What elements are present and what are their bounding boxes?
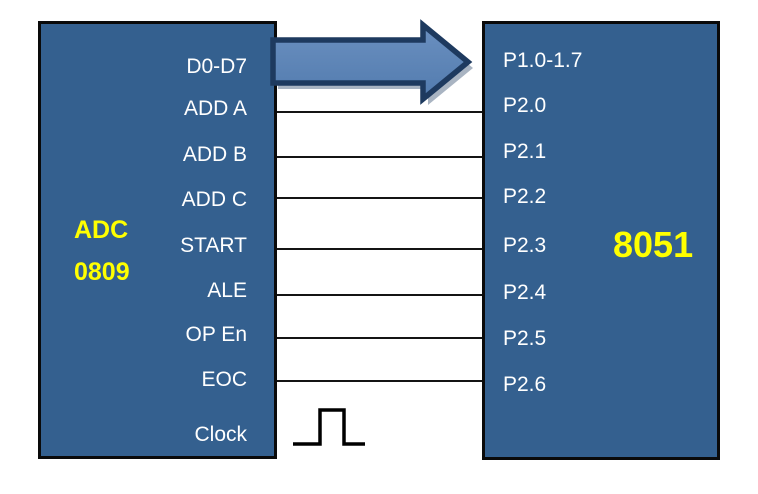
adc-pin-ale: ALE [207,279,247,302]
adc-pin-op-en: OP En [185,323,247,346]
wire-add-b-p2-1 [276,156,484,158]
wire-add-a-p2-0 [276,111,484,113]
mcu8051-chip: P1.0-1.7 P2.0 P2.1 P2.2 P2.3 P2.4 P2.5 P… [482,21,720,460]
mcu-chip-label: 8051 [613,224,694,265]
mcu-pin-p1-0-1-7: P1.0-1.7 [503,49,583,72]
adc-chip-label: ADC 0809 [74,209,130,293]
adc-pin-start: START [180,234,247,257]
adc0809-chip: D0-D7 ADD A ADD B ADD C START ALE OP En … [38,21,277,459]
adc-pin-add-a: ADD A [183,97,247,120]
wire-add-c-p2-2 [276,197,484,199]
mcu-pin-p2-3: P2.3 [503,234,547,257]
adc-pin-d0-d7: D0-D7 [186,55,247,78]
adc-chip-label-line2: 0809 [74,258,130,286]
mcu-pin-p2-1: P2.1 [503,140,547,163]
data-bus-arrow-icon [270,19,473,105]
mcu-pin-p2-0: P2.0 [503,94,547,117]
mcu-pin-p2-6: P2.6 [503,373,547,396]
adc-chip-label-line1: ADC [74,216,129,244]
adc-pin-add-b: ADD B [182,143,247,166]
clock-pulse-icon [293,408,365,446]
mcu-pin-p2-5: P2.5 [503,327,547,350]
adc-pin-eoc: EOC [201,368,247,391]
adc-pin-clock: Clock [194,423,247,446]
wire-eoc-p2-6 [276,380,484,382]
adc-pin-add-c: ADD C [181,188,247,211]
mcu-pin-p2-2: P2.2 [503,185,547,208]
mcu-pin-p2-4: P2.4 [503,281,547,304]
wire-op-en-p2-5 [276,337,484,339]
wire-start-p2-3 [276,248,484,250]
wire-ale-p2-4 [276,294,484,296]
